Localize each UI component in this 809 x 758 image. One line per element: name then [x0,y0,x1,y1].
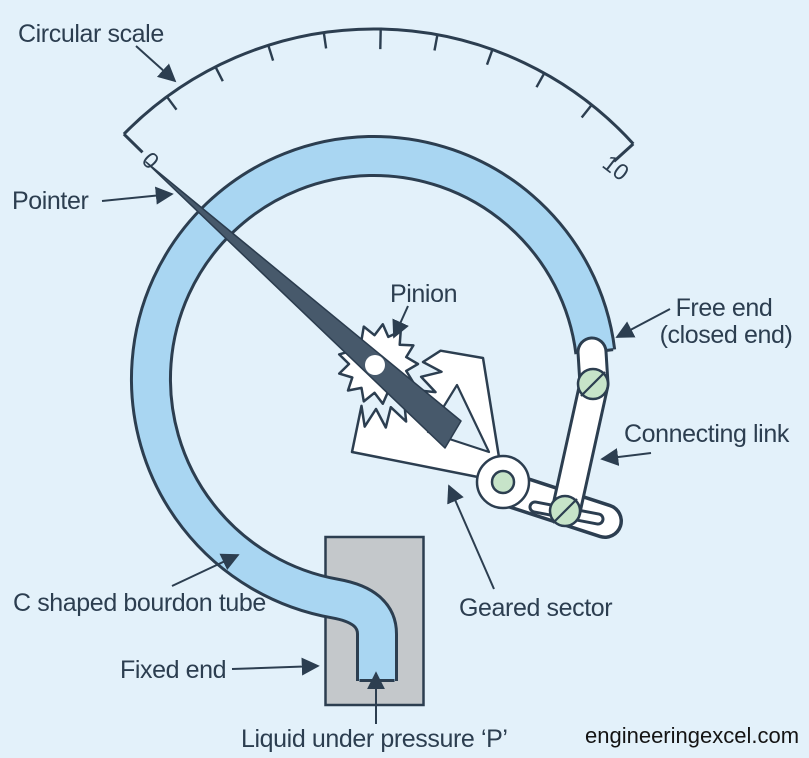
arrow-pinion [392,305,409,339]
diagram-labels: Circular scale Pointer Pinion Free end (… [12,20,799,753]
label-liquid: Liquid under pressure ‘P’ [241,725,508,753]
watermark-text: engineeringexcel.com [585,723,799,748]
scale-tick [433,34,439,51]
label-circular-scale: Circular scale [18,20,164,48]
sector-pivot-pin [490,469,516,495]
upper-screw-slot [580,371,606,397]
scale-tick [322,32,328,49]
label-pinion: Pinion [390,280,457,308]
arrow-geared-sector [447,484,495,590]
lower-screw [548,494,582,528]
arrow-c-tube [171,553,240,587]
scale-tick [535,72,546,88]
leader-arrows [101,45,671,724]
scale-arc [122,27,635,145]
scale-ticks [166,29,593,119]
label-pointer: Pointer [12,187,88,215]
lower-screw-slot [552,498,578,524]
scale-tick [267,44,275,61]
arrow-fixed-end [231,657,320,676]
label-free-end-line1: Free end [676,294,773,322]
scale-tick [580,104,593,119]
label-free-end-line2: (closed end) [660,321,793,349]
arrow-circular-scale [135,45,177,83]
label-fixed-end: Fixed end [120,656,226,684]
scale-left-end [122,133,144,154]
tube-fill [132,137,614,681]
label-geared-sector: Geared sector [459,594,612,622]
arrow-connecting-link [600,448,652,466]
scale-tick [485,49,494,66]
scale-tick [214,66,224,82]
upper-screw [576,367,610,401]
label-c-tube: C shaped bourdon tube [13,589,266,617]
pointer-needle [145,161,462,449]
arrow-free-end [615,308,671,338]
label-connecting-link: Connecting link [624,420,790,448]
scale-right-end [612,142,635,163]
pointer-hub [365,355,385,375]
scale-tick [166,96,178,111]
scale-ten-label: 10 [598,150,634,186]
arrow-pointer [101,186,174,205]
